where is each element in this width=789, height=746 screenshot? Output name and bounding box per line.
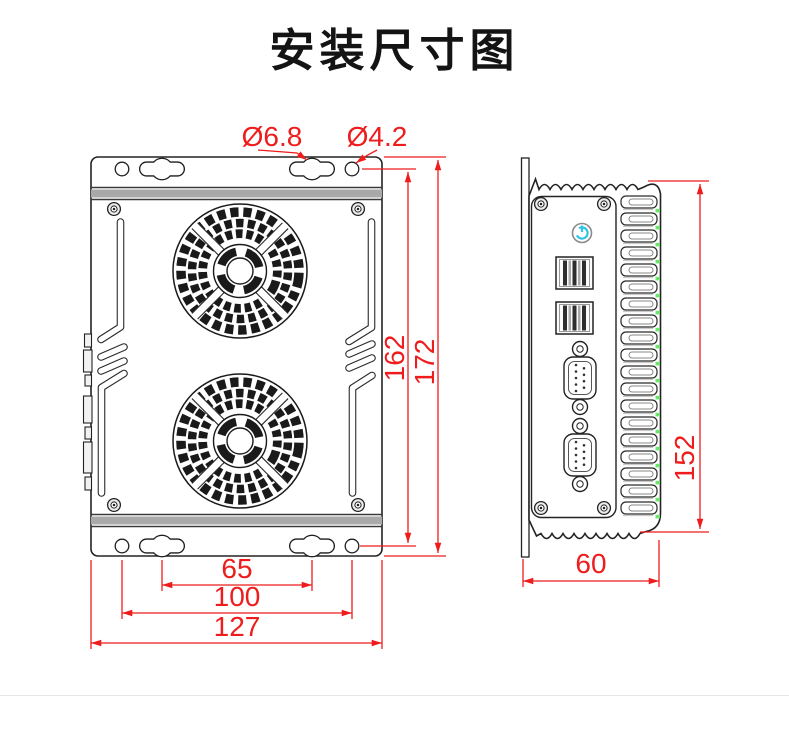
screw-side-bottom-right [596, 500, 612, 516]
mounting-bracket-edge [520, 157, 530, 558]
screw-side-bottom-left [533, 500, 549, 516]
dimension-162: 162 [360, 168, 416, 547]
screw-front-bottom-right [350, 497, 366, 513]
screw-side-top-left [533, 196, 549, 212]
dim-label-127: 127 [214, 611, 261, 642]
mount-hole-bottom-left [114, 538, 130, 554]
bottom-fold-band [91, 513, 382, 528]
callout-slot-diameter: Ø6.8 [242, 121, 308, 161]
dimension-152: 152 [640, 180, 709, 533]
vent-slots-left [97, 218, 128, 497]
dimension-60: 60 [522, 540, 660, 587]
vent-slots-right [345, 218, 376, 497]
callout-round-hole-diameter: Ø4.2 [347, 121, 408, 164]
usb-port-upper [555, 256, 594, 290]
usb-port-lower [555, 301, 594, 335]
dimension-127: 127 [90, 560, 383, 649]
side-view [520, 157, 662, 558]
dimension-172: 172 [384, 156, 446, 557]
dim-label-172: 172 [409, 339, 440, 386]
bottom-divider [0, 695, 789, 696]
front-view [82, 156, 383, 558]
screw-side-top-right [596, 196, 612, 212]
dimension-annotations: Ø6.8 Ø4.2 162 172 [90, 121, 709, 649]
dim-label-round-dia: Ø4.2 [347, 121, 408, 152]
screw-front-top-right [350, 201, 366, 217]
mount-hole-bottom-right [344, 538, 360, 554]
edge-connectors-left [82, 333, 93, 491]
page-title: 安装尺寸图 [269, 25, 520, 76]
fan-grille-upper [173, 204, 307, 338]
fan-grille-lower [173, 374, 307, 508]
screw-front-bottom-left [106, 497, 122, 513]
dim-label-60: 60 [575, 548, 606, 579]
top-fold-band [91, 186, 382, 201]
dim-label-162: 162 [379, 335, 410, 382]
dimension-100: 100 [121, 560, 353, 619]
dim-label-100: 100 [214, 581, 261, 612]
dim-label-65: 65 [221, 553, 252, 584]
dim-label-152: 152 [669, 435, 700, 482]
mount-hole-top-right [344, 161, 360, 177]
screw-front-top-left [106, 201, 122, 217]
mount-hole-top-left [114, 161, 130, 177]
dimension-65: 65 [161, 553, 313, 591]
dim-label-slot-dia: Ø6.8 [242, 121, 303, 152]
power-button [571, 222, 593, 244]
